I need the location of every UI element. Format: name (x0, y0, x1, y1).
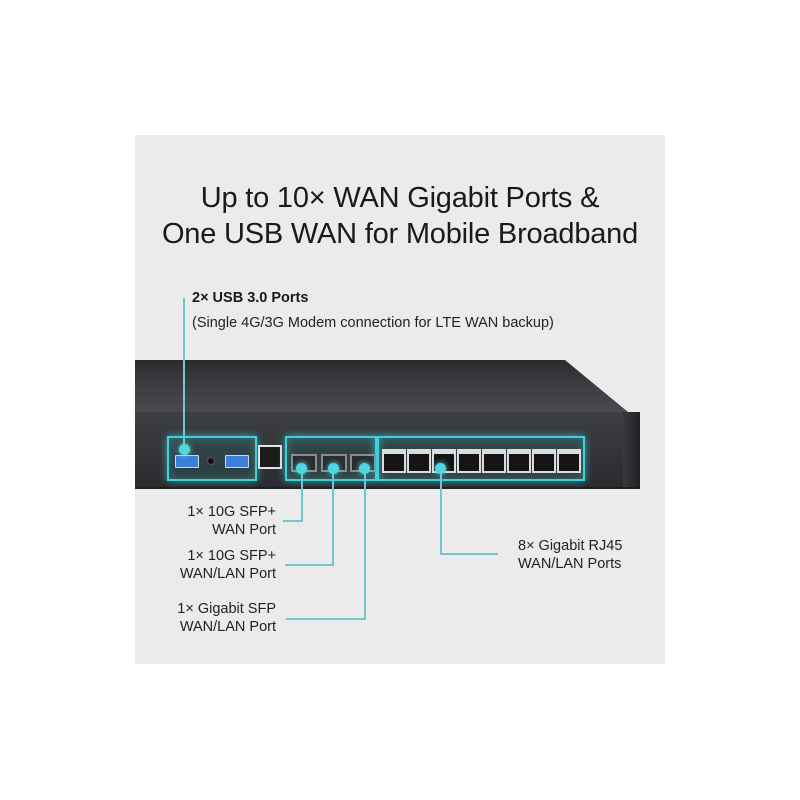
label-line: WAN Port (212, 522, 276, 538)
sfp-plus-wan-lan-port-label: 1× 10G SFP+ WAN/LAN Port (135, 547, 276, 583)
usb-port-1 (175, 455, 199, 468)
rj45-callout-horizontal (440, 553, 498, 555)
rj45-callout-dot (435, 463, 446, 474)
reset-pinhole (207, 457, 215, 465)
sfp-gigabit-wan-lan-port-label: 1× Gigabit SFP WAN/LAN Port (135, 600, 276, 636)
label-line: WAN/LAN Port (179, 566, 276, 582)
sfp-plus-lan-callout-horizontal (285, 564, 334, 566)
rj45-port-group-highlight (377, 436, 585, 481)
label-line: 1× Gigabit SFP (177, 601, 276, 617)
label-line: 8× Gigabit RJ45 (518, 538, 623, 554)
sfp-wan-port-label: 1× 10G SFP+ WAN Port (135, 503, 276, 539)
product-feature-panel: Up to 10× WAN Gigabit Ports & One USB WA… (135, 135, 665, 664)
sfp-gigabit-callout-horizontal (286, 618, 366, 620)
title-line-1: Up to 10× WAN Gigabit Ports & (200, 182, 600, 214)
rj45-port (557, 449, 581, 473)
rj45-port (457, 449, 481, 473)
usb-callout-line (183, 298, 185, 448)
rj45-port (482, 449, 506, 473)
label-line: 1× 10G SFP+ (187, 504, 276, 520)
usb-port-2 (225, 455, 249, 468)
sfp-plus-lan-callout-vertical (332, 473, 334, 565)
feature-title: Up to 10× WAN Gigabit Ports & One USB WA… (135, 180, 665, 252)
rj45-port (532, 449, 556, 473)
sfp-gigabit-callout-dot (359, 463, 370, 474)
label-line: WAN/LAN Port (179, 619, 276, 635)
usb-callout-dot (179, 444, 190, 455)
usb-callout-heading: 2× USB 3.0 Ports (192, 290, 309, 306)
rj45-ports-label: 8× Gigabit RJ45 WAN/LAN Ports (518, 537, 622, 573)
device-side (623, 412, 640, 487)
sfp-gigabit-callout-vertical (364, 473, 366, 619)
console-port (258, 445, 282, 469)
label-line: WAN/LAN Ports (518, 556, 622, 572)
usb-port-group-highlight (167, 436, 257, 481)
rj45-port (407, 449, 431, 473)
sfp-wan-callout-horizontal (283, 520, 303, 522)
device-top-cover (135, 360, 628, 412)
rj45-port (382, 449, 406, 473)
title-line-2: One USB WAN for Mobile Broadband (161, 218, 639, 250)
sfp-wan-callout-vertical (301, 473, 303, 521)
usb-callout-description: (Single 4G/3G Modem connection for LTE W… (192, 315, 554, 331)
sfp-plus-lan-callout-dot (328, 463, 339, 474)
rj45-callout-vertical (440, 473, 442, 554)
label-line: 1× 10G SFP+ (187, 548, 276, 564)
sfp-wan-callout-dot (296, 463, 307, 474)
rj45-port (507, 449, 531, 473)
